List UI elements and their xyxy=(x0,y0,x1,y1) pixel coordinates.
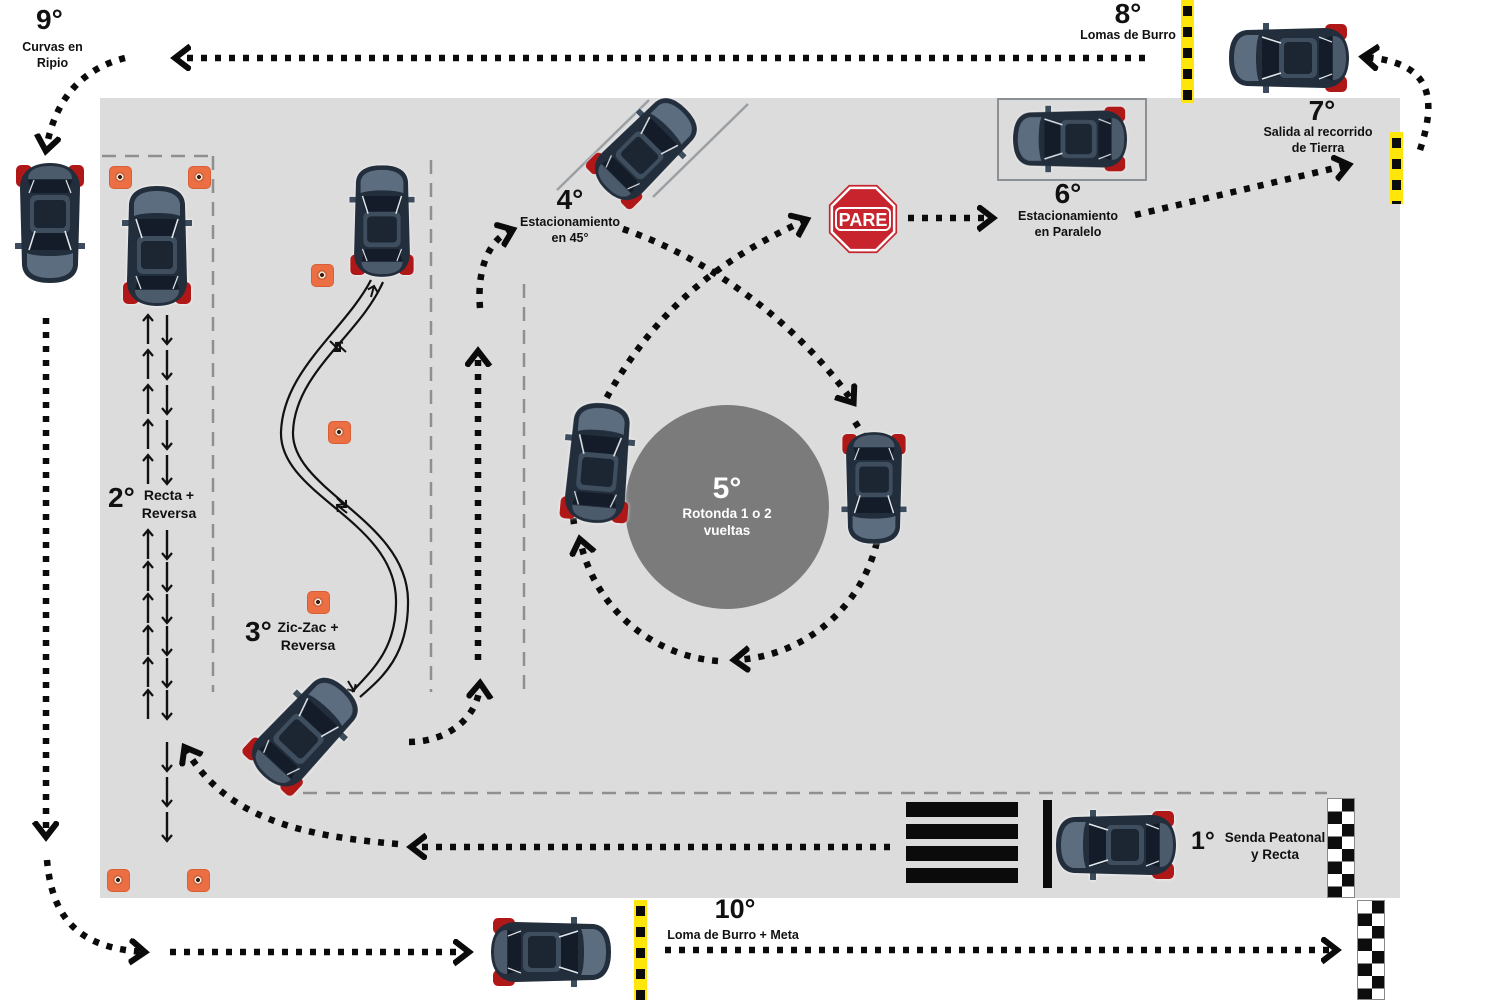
car-station-2 xyxy=(122,186,192,308)
station-8-number: 8° xyxy=(1114,0,1142,29)
speed-bump-icon xyxy=(1181,0,1194,103)
cone-icon xyxy=(311,264,334,287)
cone-icon xyxy=(328,421,351,444)
car-station-1 xyxy=(1056,810,1178,880)
station-6-number: 6° xyxy=(1054,178,1082,209)
station-1-number: 1° xyxy=(1191,827,1215,855)
station-7-label: Salida al recorrido de Tierra xyxy=(1263,125,1373,155)
car-station-9 xyxy=(15,161,85,283)
station-2-number: 2° xyxy=(108,482,135,513)
station-7-number: 7° xyxy=(1308,95,1336,126)
station-10-label: Loma de Burro + Meta xyxy=(667,928,799,942)
cone-icon xyxy=(187,869,210,892)
station-5-label: Rotonda 1 o 2 vueltas xyxy=(682,506,772,538)
car-station-10 xyxy=(489,917,611,987)
stop-sign-icon: PARE xyxy=(828,184,898,254)
car-zigzag-start xyxy=(349,165,414,278)
stop-sign-text: PARE xyxy=(839,210,888,230)
cone-icon xyxy=(188,166,211,189)
car-station-8 xyxy=(1229,23,1351,93)
speed-bump-icon xyxy=(634,900,647,1000)
station-10-number: 10° xyxy=(714,894,756,924)
cone-icon xyxy=(109,166,132,189)
station-4-number: 4° xyxy=(556,184,584,215)
station-9-label: Curvas en Ripio xyxy=(22,40,83,70)
station-5-number: 5° xyxy=(712,472,742,505)
crosswalk xyxy=(906,802,1018,886)
cone-icon xyxy=(107,869,130,892)
stop-line xyxy=(1043,800,1052,888)
car-roundabout-left xyxy=(558,400,638,528)
car-parallel-parking xyxy=(1013,106,1129,173)
station-3-number: 3° xyxy=(245,616,272,647)
speed-bump-icon xyxy=(1390,132,1403,204)
station-9-number: 9° xyxy=(36,4,63,35)
checkered-flag-icon xyxy=(1327,798,1355,898)
station-1-label: Senda Peatonal y Recta xyxy=(1224,830,1326,862)
station-2-label: Recta + Reversa xyxy=(141,487,197,521)
station-3-label: Zic-Zac + Reversa xyxy=(277,619,339,653)
station-8-label: Lomas de Burro xyxy=(1080,28,1176,42)
parking-box xyxy=(997,98,1147,181)
checkered-flag-icon xyxy=(1357,900,1385,1000)
car-roundabout-right xyxy=(841,430,906,543)
station-4-label: Estacionamiento en 45° xyxy=(519,215,621,245)
cone-icon xyxy=(307,591,330,614)
station-6-label: Estacionamiento en Paralelo xyxy=(1017,209,1119,239)
